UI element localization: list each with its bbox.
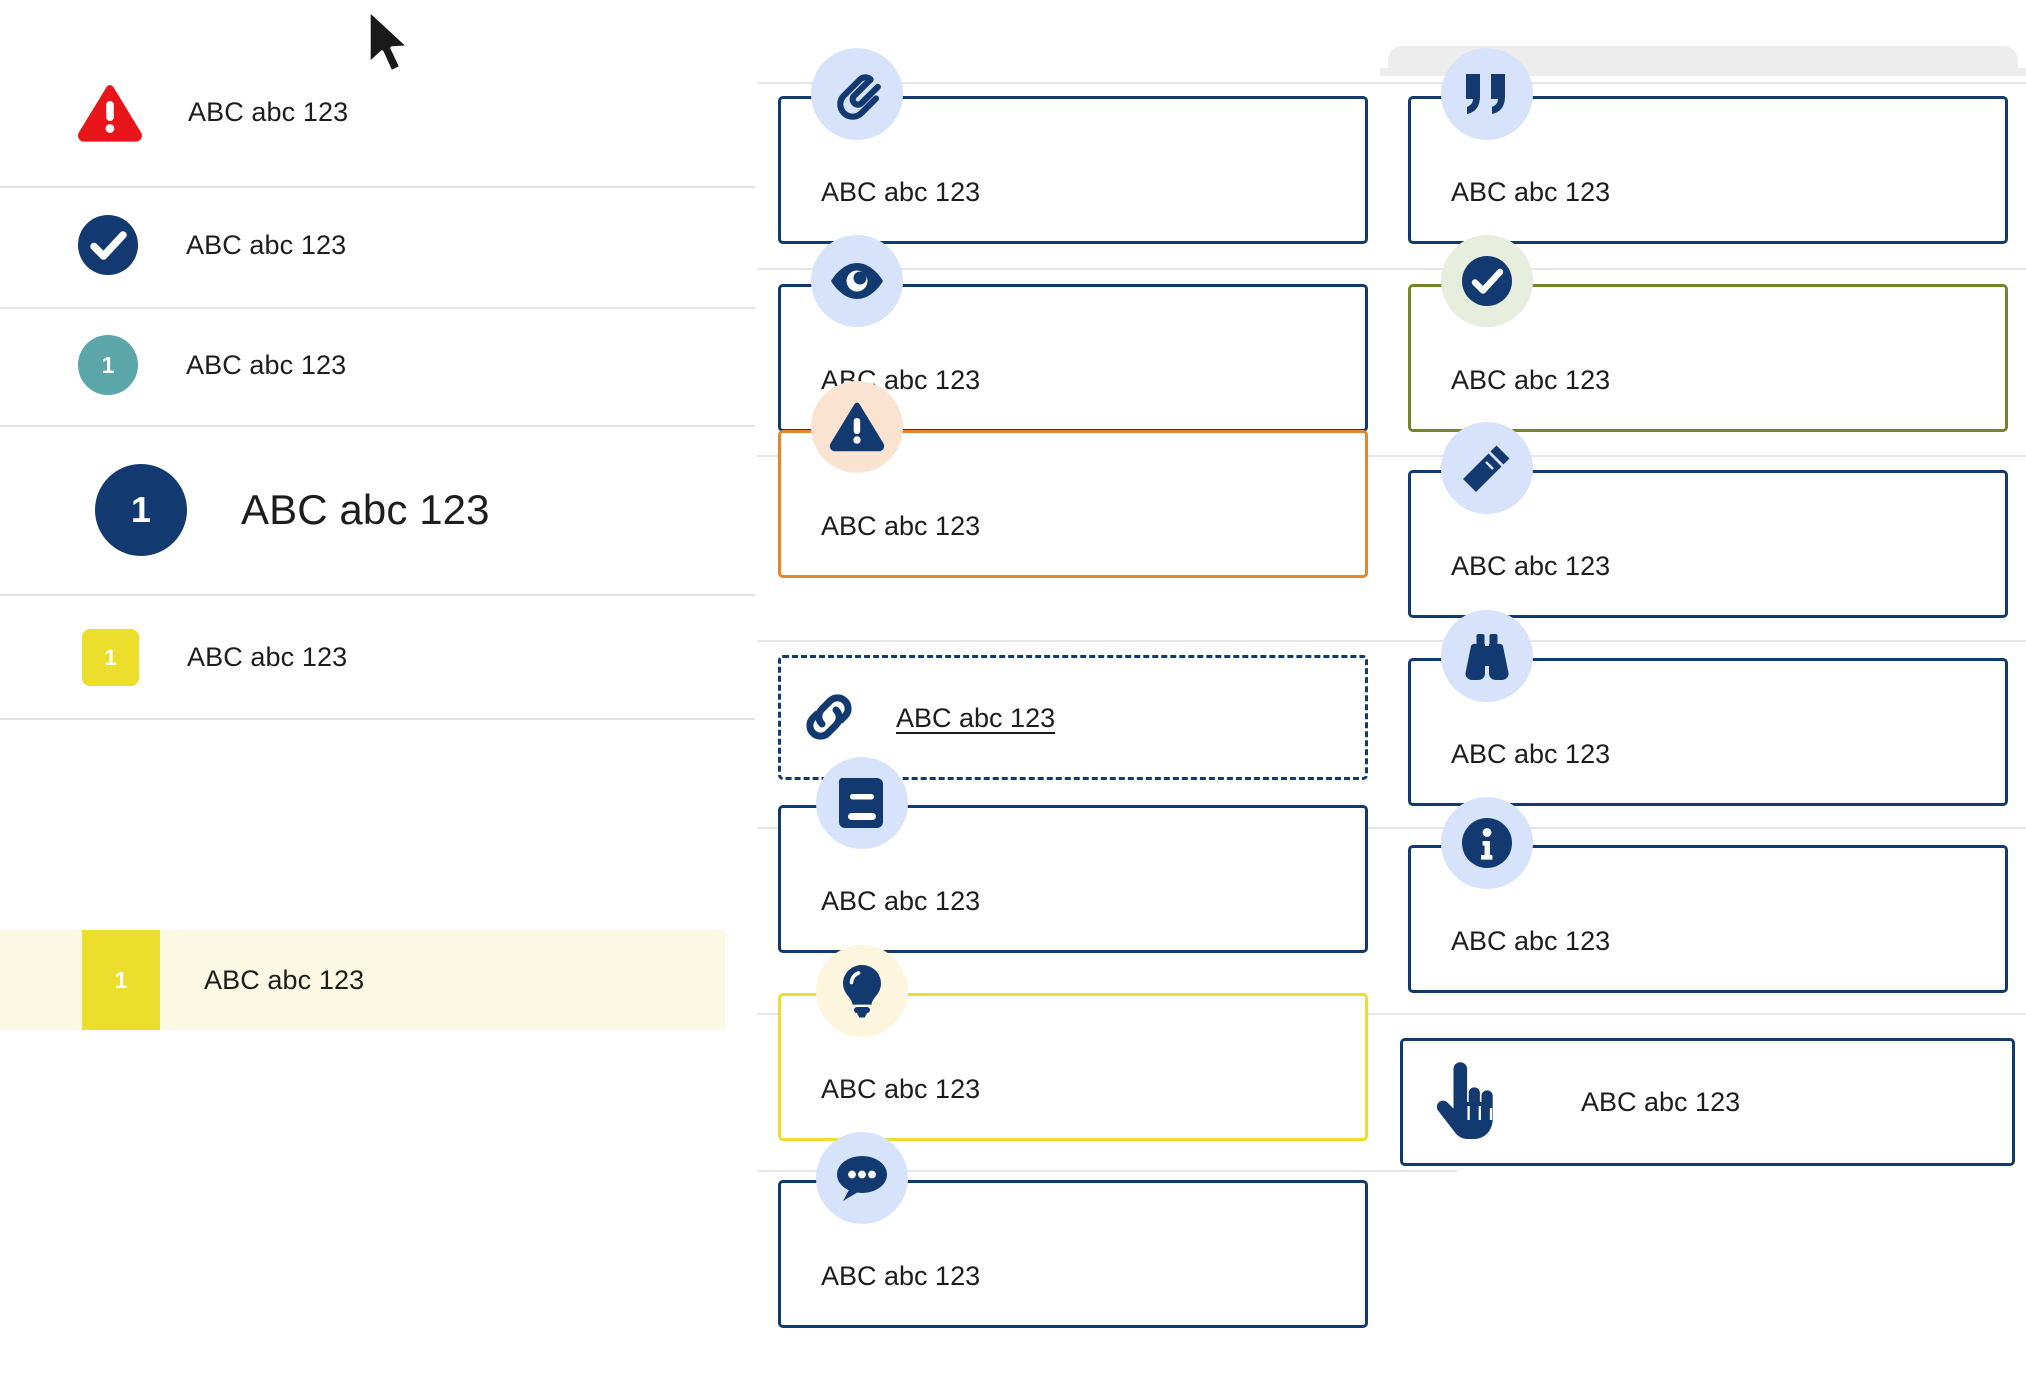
card-label: ABC abc 123 — [1451, 739, 1611, 769]
quote-icon — [1441, 48, 1533, 140]
number-badge-icon: 1 — [78, 335, 138, 395]
card-label: ABC abc 123 — [1581, 1087, 1741, 1117]
check-circle-icon — [1441, 235, 1533, 327]
background-rule — [1390, 1013, 2026, 1015]
card-label: ABC abc 123 — [821, 886, 981, 916]
number-badge-icon: 1 — [95, 464, 187, 556]
list-item-label: ABC abc 123 — [204, 964, 365, 995]
list-item[interactable]: 1 ABC abc 123 — [0, 310, 755, 420]
list-item-selected[interactable]: 1 ABC abc 123 — [0, 930, 725, 1030]
divider — [0, 307, 755, 309]
background-strip — [1380, 68, 2026, 76]
card-link-label[interactable]: ABC abc 123 — [896, 703, 1056, 733]
card-label: ABC abc 123 — [821, 1074, 981, 1104]
link-icon — [800, 688, 858, 751]
comment-bubble-icon — [816, 1132, 908, 1224]
list-item-label: ABC abc 123 — [188, 97, 349, 127]
list-item[interactable]: ABC abc 123 — [0, 55, 755, 170]
list-item-primary[interactable]: 1 ABC abc 123 — [0, 430, 755, 590]
info-circle-icon — [1441, 797, 1533, 889]
divider — [0, 718, 755, 720]
number-badge-icon: 1 — [82, 629, 139, 686]
background-rule — [757, 640, 1457, 642]
binoculars-icon — [1441, 610, 1533, 702]
list-item-label: ABC abc 123 — [187, 642, 348, 672]
number-badge-icon: 1 — [82, 930, 160, 1030]
card-action[interactable]: ABC abc 123 — [1400, 1038, 2015, 1166]
card-label: ABC abc 123 — [821, 511, 981, 541]
lightbulb-icon — [816, 945, 908, 1037]
list-item-label: ABC abc 123 — [186, 349, 347, 380]
eye-icon — [811, 235, 903, 327]
paperclip-icon — [811, 48, 903, 140]
background-rule — [1390, 640, 2026, 642]
background-rule — [1390, 455, 2026, 457]
list-item-label: ABC abc 123 — [241, 486, 490, 533]
left-list-panel: ABC abc 123 ABC abc 123 1 ABC abc 123 1 … — [0, 0, 755, 1392]
card-label: ABC abc 123 — [1451, 365, 1611, 395]
book-icon — [816, 757, 908, 849]
divider — [0, 186, 755, 188]
card-paperclip[interactable]: ABC abc 123 — [778, 96, 1368, 244]
list-item[interactable]: ABC abc 123 — [0, 190, 755, 300]
card-label: ABC abc 123 — [821, 177, 981, 207]
list-item-label: ABC abc 123 — [186, 229, 347, 260]
card-label: ABC abc 123 — [1451, 926, 1611, 956]
pointing-hand-icon — [1428, 1062, 1500, 1147]
card-label: ABC abc 123 — [1451, 177, 1611, 207]
background-rule — [1390, 268, 2026, 270]
background-rule — [757, 1170, 1457, 1172]
divider — [0, 425, 755, 427]
check-circle-icon — [78, 215, 138, 275]
background-rule — [1390, 827, 2026, 829]
background-rule — [757, 268, 1457, 270]
background-rule — [1390, 82, 2026, 84]
warning-triangle-icon — [811, 381, 903, 473]
divider — [0, 594, 755, 596]
card-label: ABC abc 123 — [1451, 551, 1611, 581]
warning-triangle-icon — [76, 83, 144, 143]
card-label: ABC abc 123 — [821, 1261, 981, 1291]
list-item[interactable]: 1 ABC abc 123 — [0, 600, 755, 715]
background-rule — [757, 82, 1457, 84]
pencil-icon — [1441, 422, 1533, 514]
